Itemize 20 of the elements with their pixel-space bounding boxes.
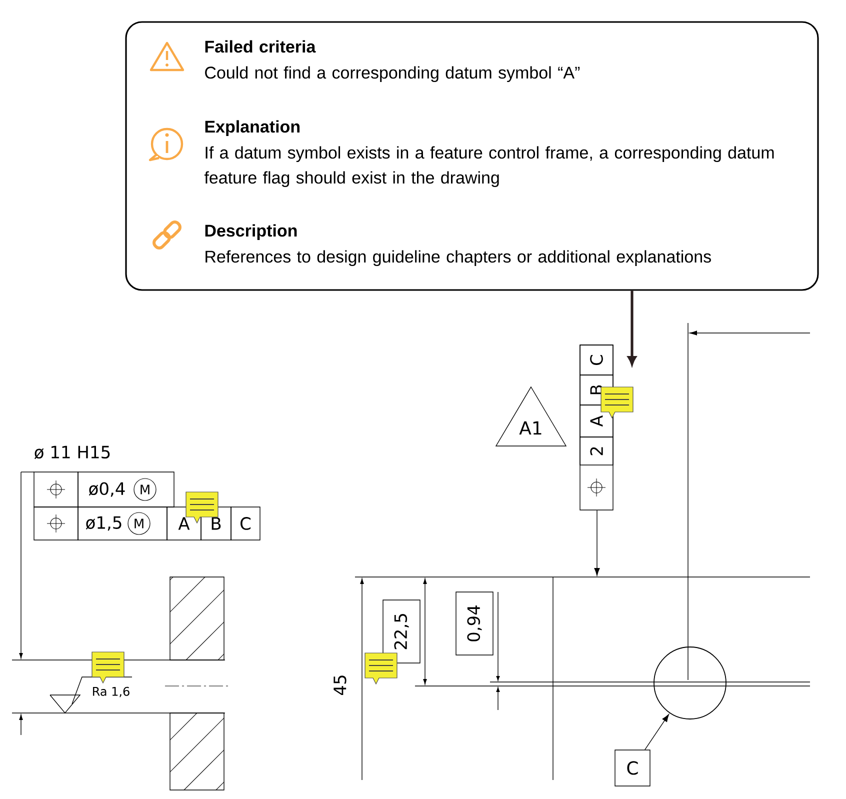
arrow [628,290,636,366]
datum-cell: C [580,344,614,376]
dimension-text: 45 [334,676,346,695]
callout-heading: Explanation [205,120,300,136]
callout-text: References to design guideline chapters or additional explanations [206,250,711,266]
callout-text: Could not find a corresponding datum symbol “A” [205,66,580,82]
datum-cell: 2 [580,436,614,466]
tolerance-text: ø1,5 [86,516,122,531]
datum-cell: C [230,506,260,540]
dimension-text: ø 11 H15 [34,446,110,460]
datum-box: C [614,750,650,786]
leader-line [594,510,600,576]
leader-line [644,714,670,750]
roughness-text: Ra 1,6 [93,686,130,698]
tolerance-text: ø0,4 [88,482,125,497]
callout-text: If a datum symbol exists in a feature control frame, a corresponding datum feature flag should exist in the drawing [204,146,774,188]
hole-circle [654,646,726,720]
callout-heading: Description [205,224,297,240]
basic-dimension: 0,94 [456,592,494,656]
callout-heading: Failed criteria [205,40,316,53]
